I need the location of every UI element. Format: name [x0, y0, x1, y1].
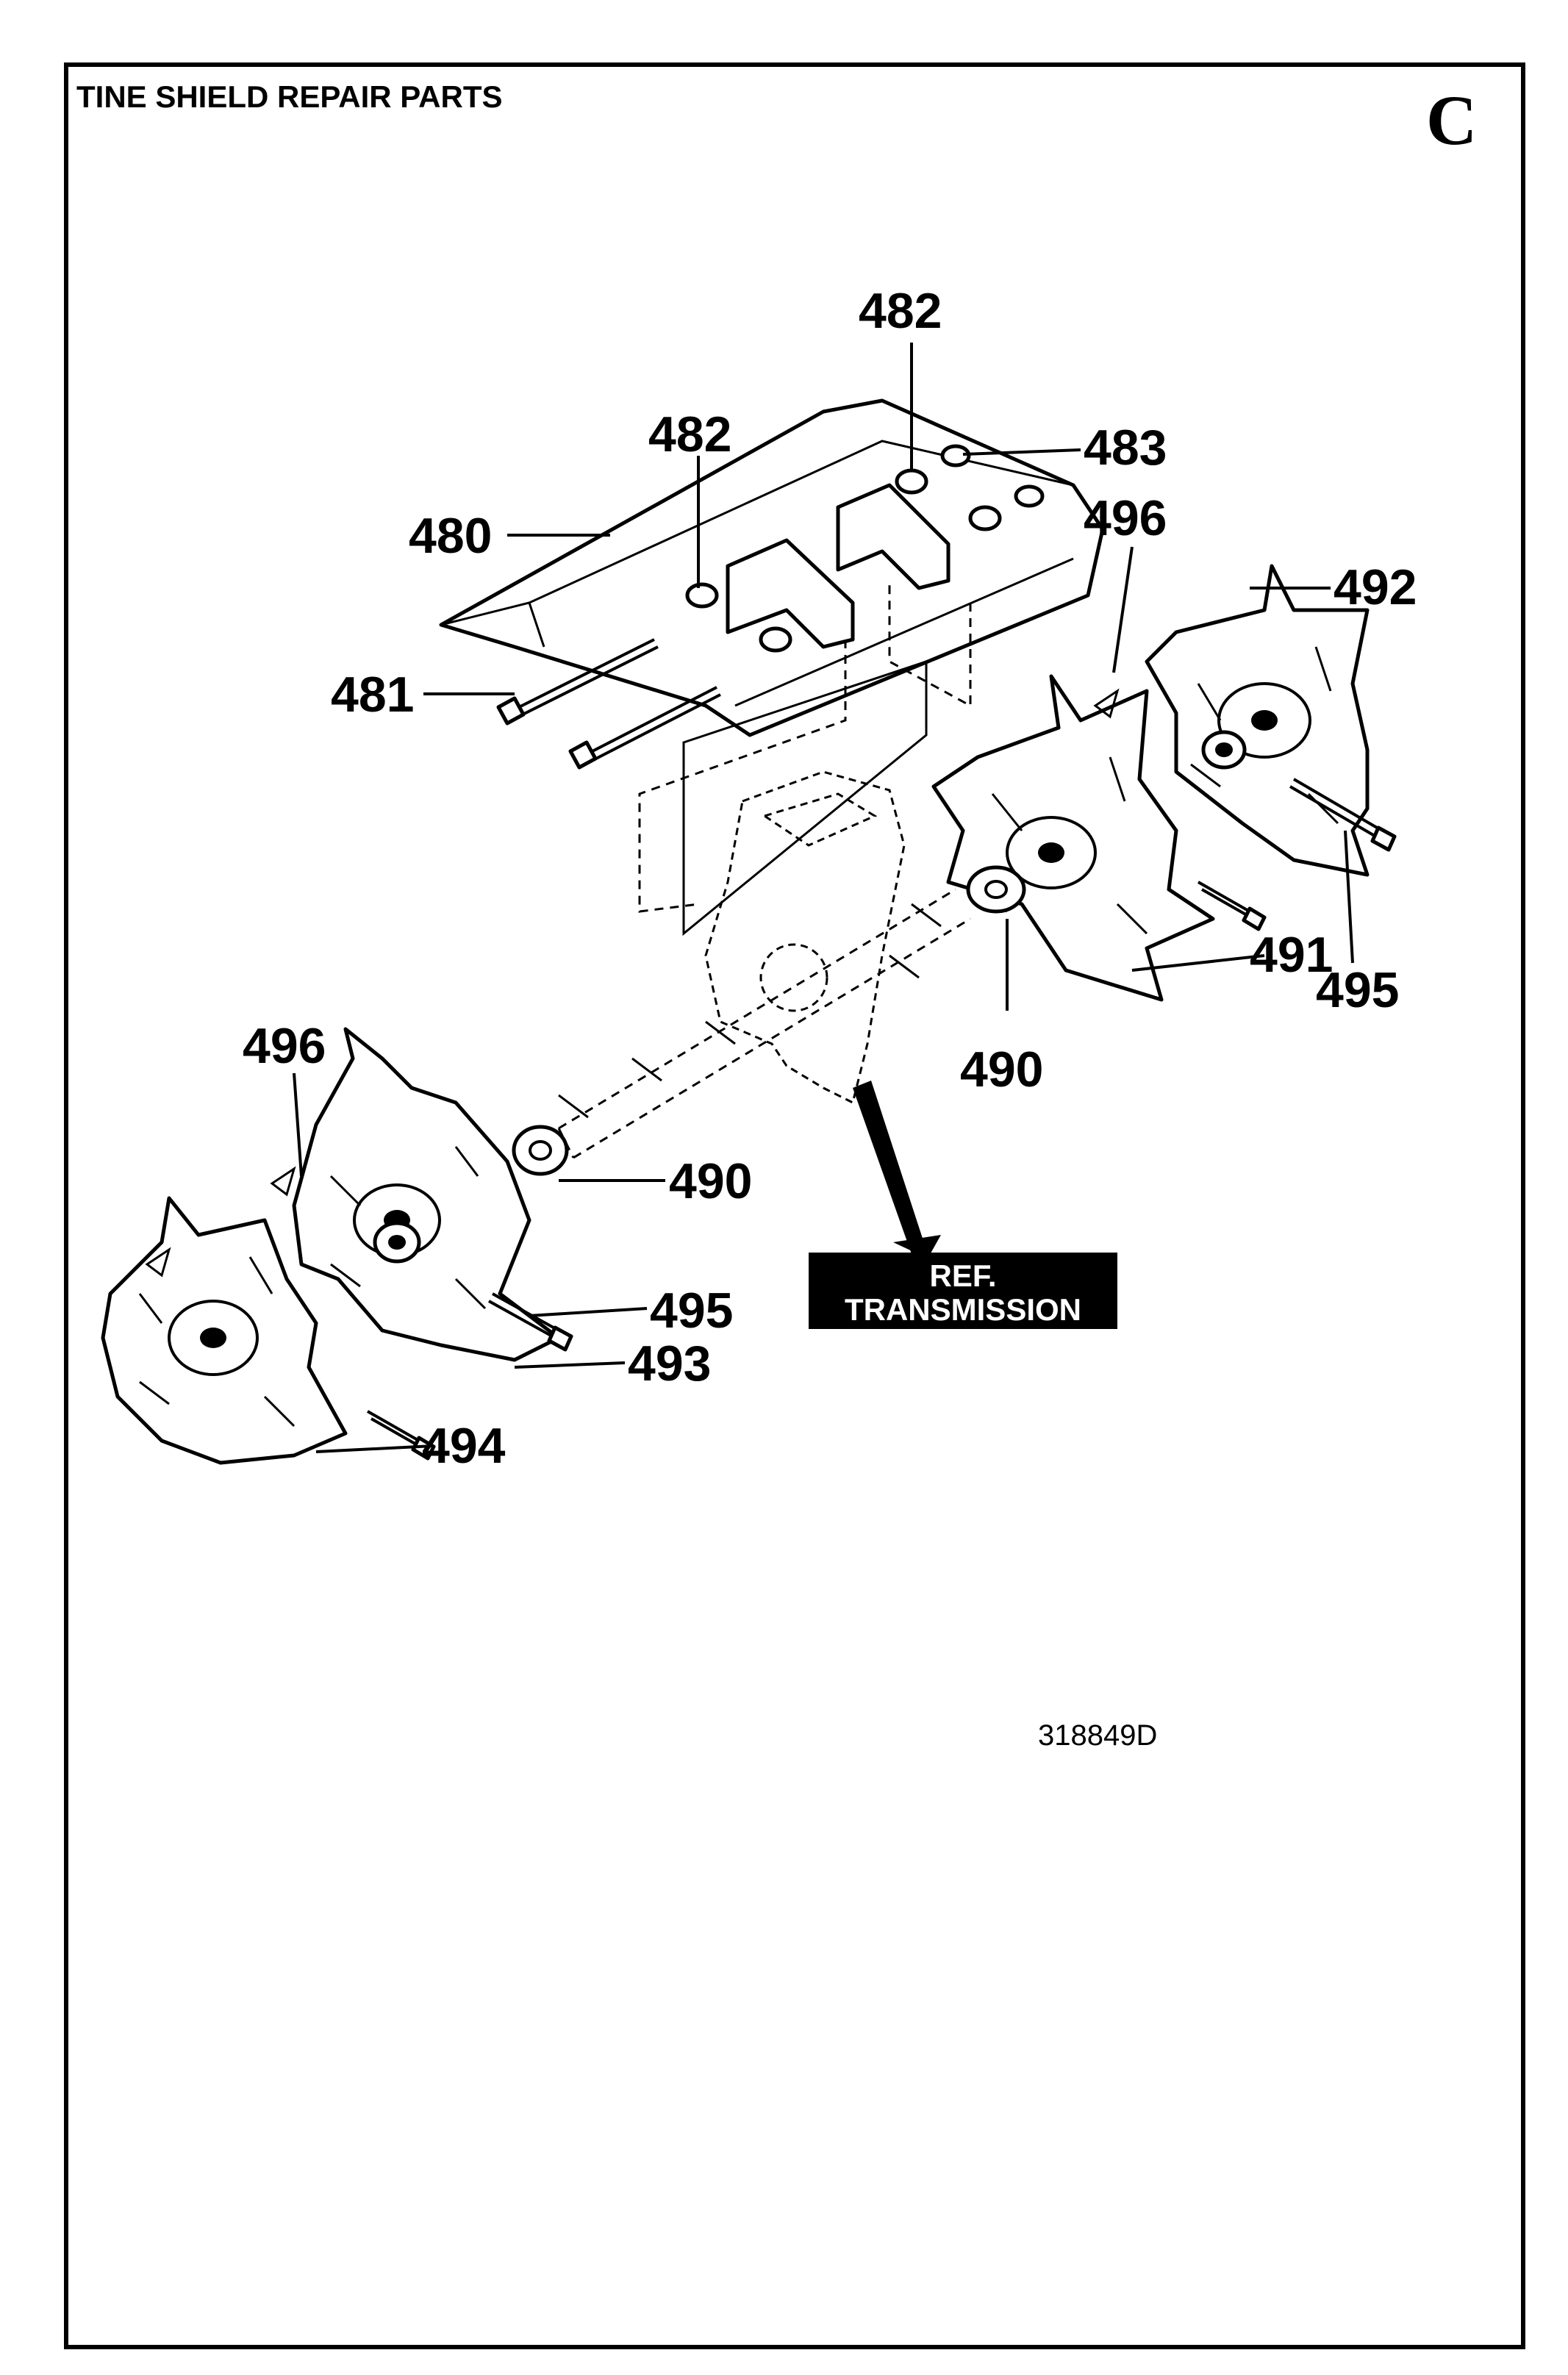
transmission-outline — [704, 770, 906, 1105]
callout-491: 491 — [1250, 927, 1333, 983]
ref-transmission-label: REF. TRANSMISSION — [809, 1253, 1117, 1329]
ref-transmission-box — [809, 1253, 1117, 1329]
callout-490-right: 490 — [960, 1042, 1043, 1097]
tine-left-outer — [101, 1196, 348, 1465]
tine-left-pins — [145, 1166, 573, 1461]
assembly-guides — [638, 581, 972, 936]
callout-482-mid: 482 — [648, 406, 731, 462]
tine-left-inner — [292, 1027, 561, 1362]
tine-right-pins — [1093, 688, 1397, 931]
shield-bolts — [496, 638, 721, 770]
callout-480: 480 — [409, 508, 492, 564]
tine-right-washer — [966, 865, 1026, 914]
callout-492: 492 — [1333, 559, 1417, 615]
callout-493: 493 — [628, 1336, 711, 1391]
tine-right-hub — [1201, 730, 1247, 770]
drawing-number: 318849D — [1038, 1719, 1157, 1752]
reference-arrow — [853, 1081, 926, 1254]
ref-transmission-line1: REF. — [929, 1258, 996, 1293]
callout-495-right: 495 — [1316, 962, 1399, 1018]
callout-496-left: 496 — [243, 1018, 326, 1074]
page-frame — [64, 62, 1525, 2349]
callout-495-left: 495 — [650, 1283, 733, 1339]
callout-494: 494 — [422, 1418, 506, 1474]
tine-left-hub — [373, 1221, 421, 1264]
section-letter: C — [1426, 81, 1477, 160]
tine-left-washer — [512, 1125, 569, 1176]
callout-482-top: 482 — [859, 283, 942, 339]
shield-bracket-right — [836, 483, 951, 590]
ref-transmission-line2: TRANSMISSION — [845, 1292, 1081, 1327]
page-title: TINE SHIELD REPAIR PARTS — [76, 79, 503, 114]
callout-483: 483 — [1084, 420, 1167, 476]
leader-lines — [293, 343, 1354, 1453]
callout-481: 481 — [331, 667, 414, 723]
shield-bracket-left — [726, 538, 855, 649]
tine-right-inner — [931, 674, 1215, 1002]
callout-496-right: 496 — [1084, 490, 1167, 546]
tine-shaft — [557, 888, 971, 1159]
callout-490-left: 490 — [669, 1153, 752, 1209]
shield-washers — [685, 444, 1045, 653]
